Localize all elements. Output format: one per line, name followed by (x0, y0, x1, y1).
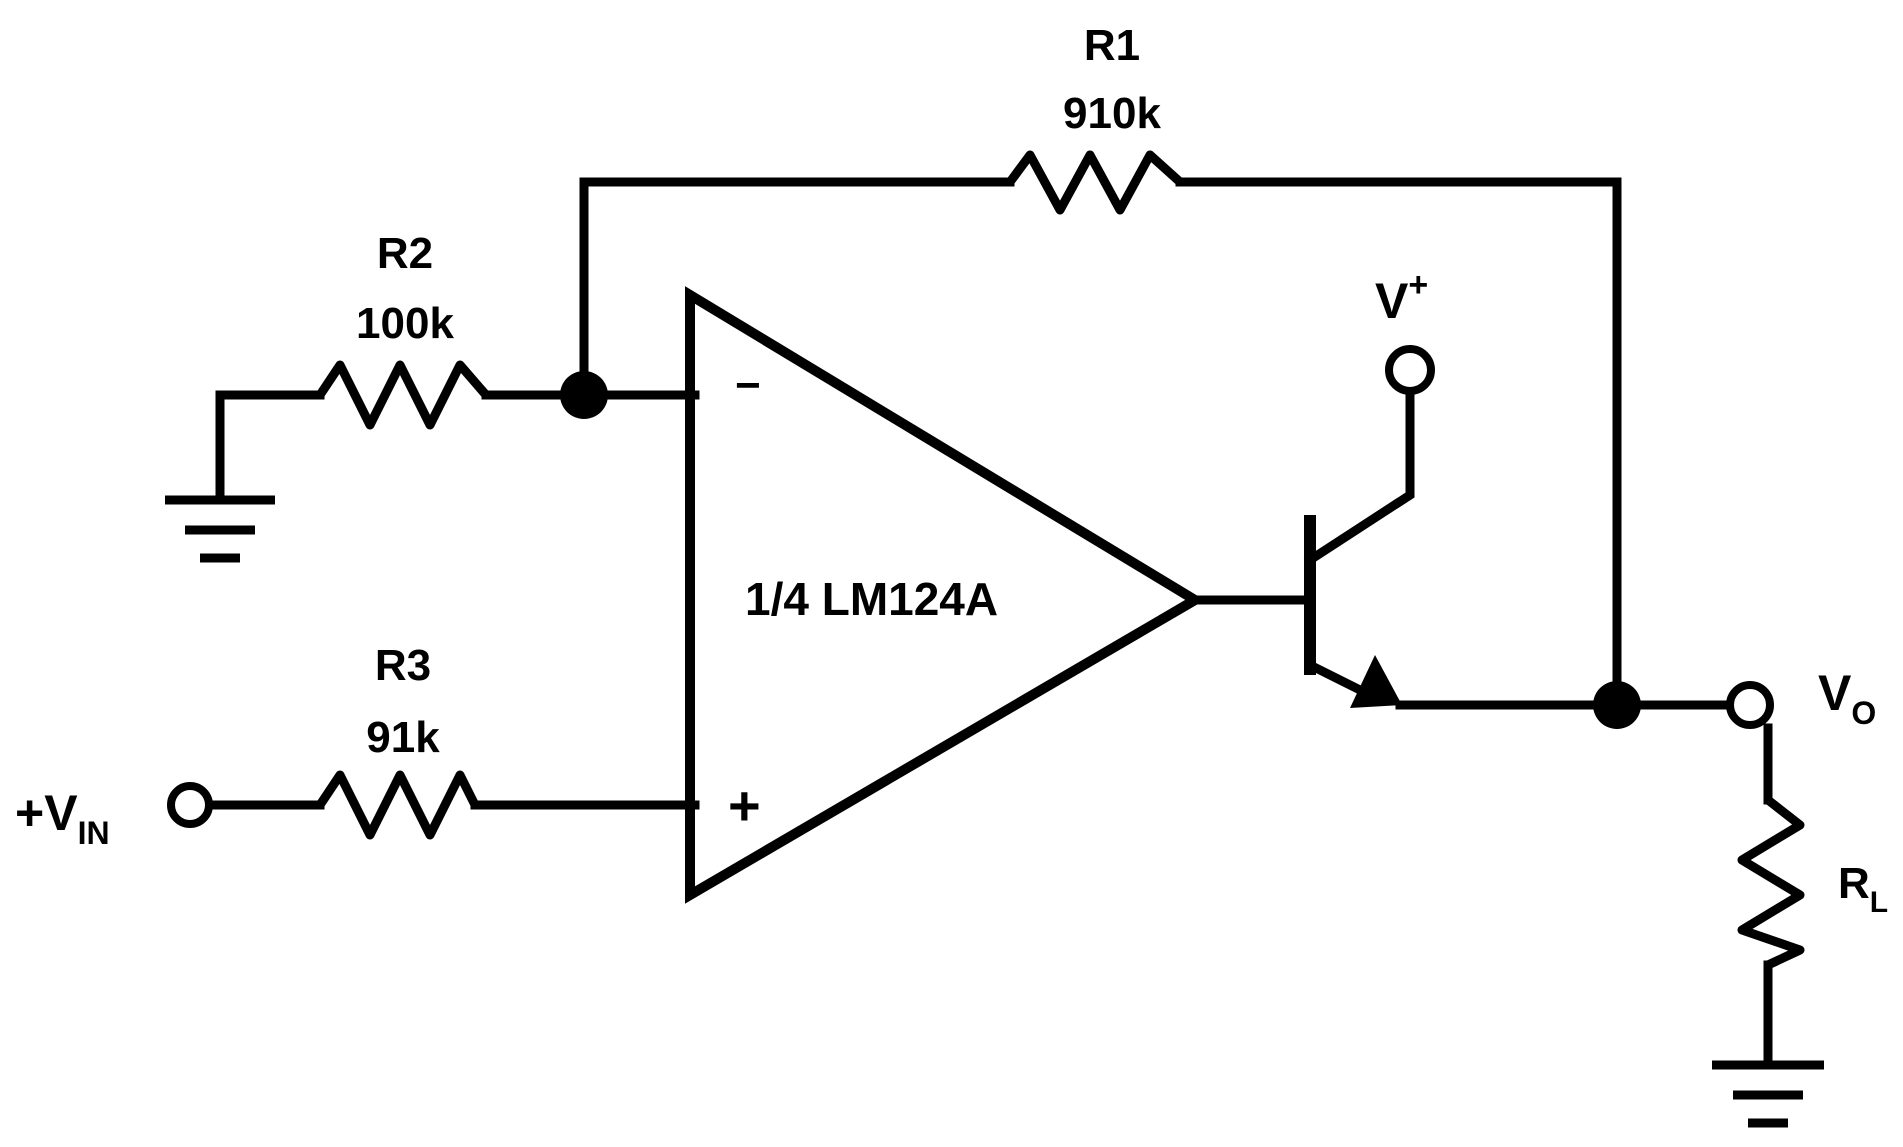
resistor-r1 (1005, 150, 1185, 215)
noninverting-input-sign: + (728, 774, 761, 837)
r1-value: 910k (1063, 89, 1161, 138)
vo-label: VO (1818, 665, 1876, 731)
ground-symbol-rl (1712, 1060, 1824, 1128)
output-junction-node (1593, 681, 1641, 729)
vo-subscript: O (1851, 695, 1876, 731)
vplus-terminal (1385, 345, 1435, 395)
resistor-r2 (315, 360, 491, 430)
ground-symbol-r2 (165, 495, 275, 563)
inverting-input-sign: − (735, 361, 761, 410)
vin-subscript: IN (78, 815, 110, 851)
r3-name: R3 (375, 641, 431, 690)
r2-name: R2 (377, 229, 433, 278)
resistor-rl (1737, 795, 1805, 970)
opamp-label: 1/4 LM124A (745, 573, 998, 625)
r3-value: 91k (366, 713, 440, 762)
collector-wire (1303, 387, 1415, 567)
vplus-label: V+ (1375, 266, 1428, 329)
resistor-r3 (315, 770, 480, 840)
feedback-wire-right (1175, 177, 1622, 710)
vin-terminal (167, 782, 213, 828)
rl-name: R (1838, 859, 1870, 908)
opamp-triangle (685, 286, 1205, 904)
emitter-arrow (1350, 655, 1402, 708)
vin-label: +VIN (15, 785, 110, 851)
vin-prefix: +V (15, 785, 78, 841)
r2-value: 100k (356, 299, 454, 348)
rl-subscript: L (1870, 886, 1888, 919)
inverting-junction-node (560, 371, 608, 419)
vo-terminal (1726, 681, 1774, 729)
vplus-base: V (1375, 273, 1409, 329)
rl-label: RL (1838, 859, 1888, 919)
vo-base: V (1818, 665, 1852, 721)
feedback-wire (579, 177, 1015, 400)
vplus-superscript: + (1408, 266, 1428, 304)
r1-name: R1 (1084, 21, 1140, 70)
r2-ground-wire (215, 390, 325, 505)
